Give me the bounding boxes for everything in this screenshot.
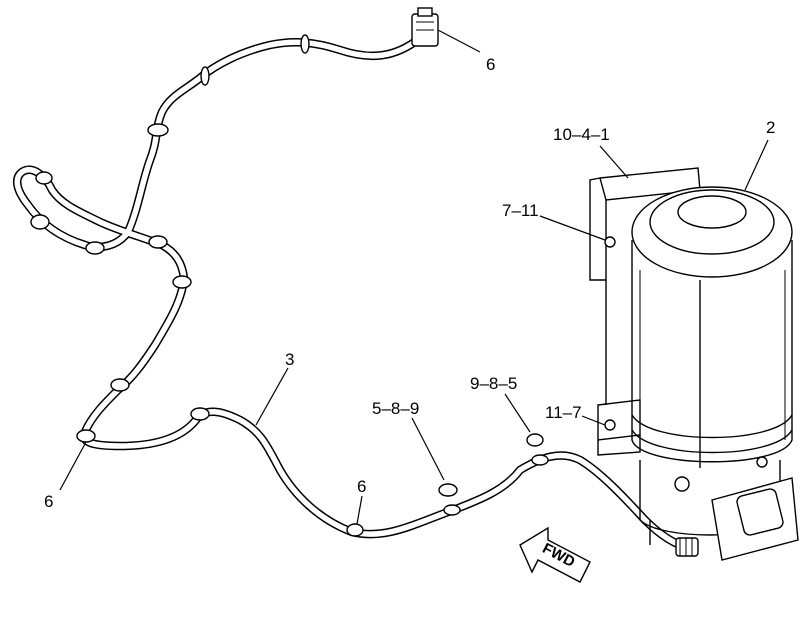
clip — [200, 66, 210, 86]
clip — [147, 123, 169, 137]
top-connector — [411, 7, 439, 47]
clip — [35, 171, 53, 185]
clip — [526, 433, 544, 447]
label-2: 2 — [766, 118, 775, 137]
leader-lines — [59, 29, 769, 525]
label-6-top: 6 — [486, 55, 495, 74]
label-10-4-1: 10–4–1 — [553, 125, 610, 144]
clip — [346, 523, 364, 537]
callout-labels: 6 10–4–1 2 7–11 3 5–8–9 9–8–5 11–7 6 6 — [44, 55, 775, 511]
filter-pump-unit — [631, 186, 799, 561]
label-9-8-5: 9–8–5 — [470, 374, 517, 393]
hose-assembly — [12, 33, 695, 553]
label-3: 3 — [285, 350, 294, 369]
fwd-arrow: FWD — [519, 526, 591, 583]
clip — [30, 214, 50, 230]
clip — [76, 429, 96, 443]
clip — [300, 34, 310, 54]
label-6-bottom: 6 — [357, 477, 366, 496]
clip — [85, 241, 105, 255]
hose-clips — [30, 34, 549, 537]
label-6-left: 6 — [44, 492, 53, 511]
clip — [443, 504, 461, 516]
label-5-8-9: 5–8–9 — [372, 399, 419, 418]
clip — [172, 275, 192, 289]
label-11-7: 11–7 — [545, 403, 582, 422]
clip — [110, 378, 130, 392]
clip — [190, 407, 210, 421]
clip — [148, 235, 168, 249]
label-7-11: 7–11 — [502, 201, 539, 220]
clip — [438, 483, 458, 497]
clip — [531, 454, 549, 466]
